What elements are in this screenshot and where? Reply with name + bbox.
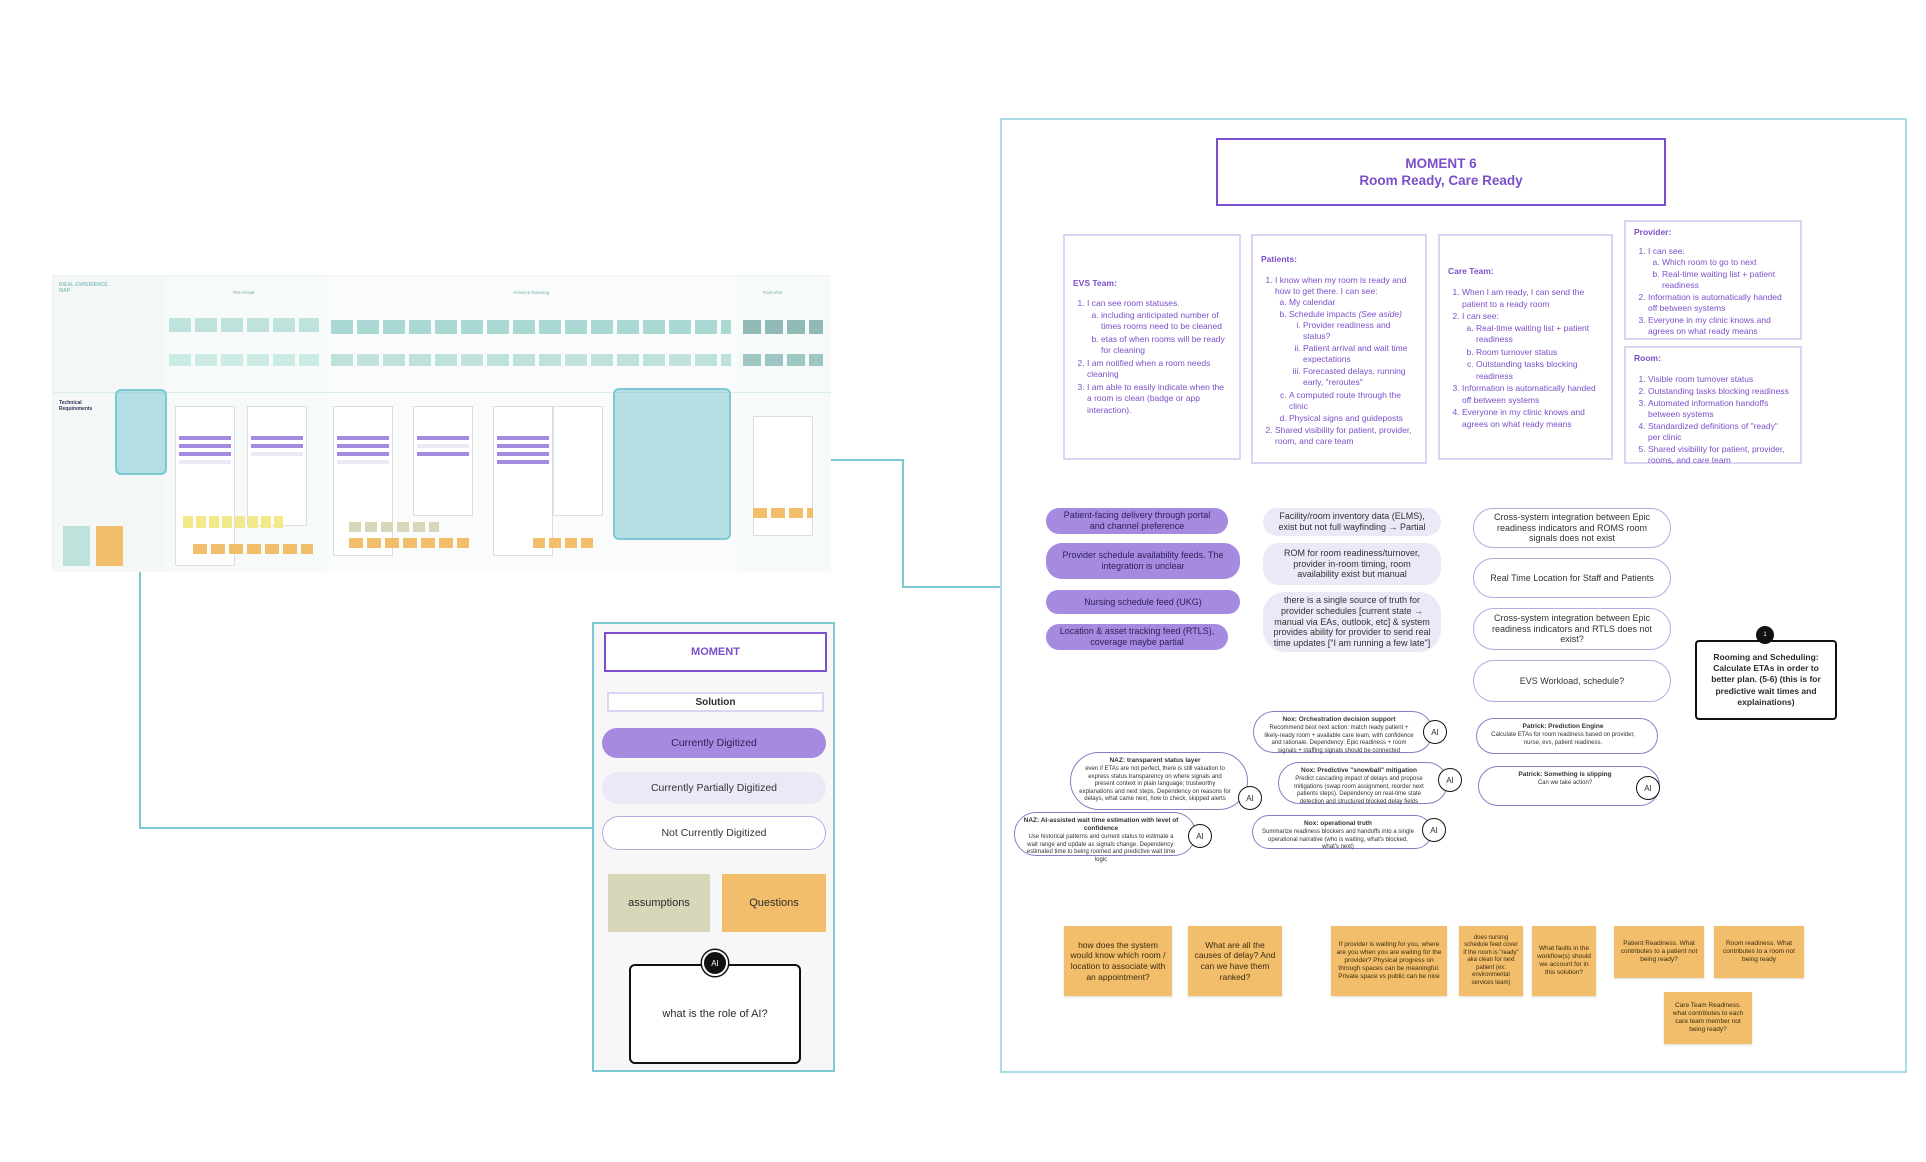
not-digitized-item: EVS Workload, schedule? [1473,660,1671,702]
callout-text: Rooming and Scheduling: Calculate ETAs i… [1711,652,1821,707]
legend-digitized: Currently Digitized [602,728,826,758]
question-sticky: What are all the causes of delay? And ca… [1188,926,1282,996]
legend-ai-icon: AI [702,950,728,976]
evs-team-title: EVS Team: [1073,278,1117,288]
digitized-item: Patient-facing delivery through portal a… [1046,508,1228,534]
question-sticky: does nursing schedule feed cover if the … [1459,926,1523,996]
care-team-card: Care Team: When I am ready, I can send t… [1438,234,1613,460]
not-digitized-item: Cross-system integration between Epic re… [1473,608,1671,650]
digitized-item: Provider schedule availability feeds. Th… [1046,543,1240,579]
legend-ai-box: what is the role of AI? [629,964,801,1064]
legend-partial: Currently Partially Digitized [602,772,826,804]
ai-icon: AI [1438,768,1462,792]
digitized-item: Location & asset tracking feed (RTLS), c… [1046,624,1228,650]
legend-panel: MOMENT Solution Currently Digitized Curr… [592,622,835,1072]
question-sticky: What faults in the workflow(s) should we… [1532,926,1596,996]
question-sticky: If provider is waiting for you, where ar… [1331,926,1447,996]
moment-title-box: MOMENT 6 Room Ready, Care Ready [1216,138,1666,206]
callout-badge: 1 [1756,626,1774,644]
ai-bubble-wait-time: NAZ: AI-assisted wait time estimation wi… [1014,812,1196,863]
provider-title: Provider: [1634,227,1672,237]
provider-card: Provider: I can see: Which room to go to… [1624,220,1802,340]
patients-card: Patients: I know when my room is ready a… [1251,234,1427,464]
callout-box: Rooming and Scheduling: Calculate ETAs i… [1695,640,1837,720]
not-digitized-item: Real Time Location for Staff and Patient… [1473,558,1671,598]
room-card: Room: Visible room turnover status Outst… [1624,346,1802,465]
map-tech-label: Technical Requirements [59,400,93,412]
ai-icon: AI [1188,824,1212,848]
legend-solution-label: Solution [695,696,736,708]
question-sticky: Care Team Readiness. what contributes to… [1664,992,1752,1044]
map-section-arrival: Arrival & Rooming [513,290,550,295]
legend-questions: Questions [722,874,826,932]
experience-map-overview[interactable]: IDEAL EXPERIENCE MAP Pre-Arrival Arrival… [52,275,831,572]
map-title: IDEAL EXPERIENCE MAP [59,282,108,294]
partial-item: Facility/room inventory data (ELMS), exi… [1263,508,1441,536]
ai-icon: AI [1238,786,1262,810]
not-digitized-item: Cross-system integration between Epic re… [1473,508,1671,548]
legend-moment-box: MOMENT [604,632,827,672]
legend-ai-role: what is the role of AI? [662,1008,768,1020]
legend-moment-label: MOMENT [691,646,740,658]
map-highlight-moment-6[interactable] [613,388,731,540]
question-sticky: Room readiness. What contributes to a ro… [1714,926,1804,978]
question-sticky: how does the system would know which roo… [1064,926,1172,996]
map-section-pre-arrival: Pre-Arrival [233,290,255,295]
question-sticky: Patient Readiness. What contributes to a… [1614,926,1704,978]
ai-icon: AI [1636,776,1660,800]
moment-title: Room Ready, Care Ready [1359,173,1523,188]
care-team-title: Care Team: [1448,266,1494,276]
map-highlight-legend[interactable] [115,389,167,475]
partial-item: ROM for room readiness/turnover, provide… [1263,543,1441,585]
digitized-item: Nursing schedule feed (UKG) [1046,590,1240,614]
legend-not-digitized: Not Currently Digitized [602,816,826,850]
evs-team-card: EVS Team: I can see room statuses. inclu… [1063,234,1241,460]
ai-icon: AI [1423,720,1447,744]
moment-number: MOMENT 6 [1405,156,1477,171]
room-title: Room: [1634,353,1661,363]
map-section-post-visit: Post-Visit [763,290,782,295]
legend-assumptions: assumptions [608,874,710,932]
patients-title: Patients: [1261,254,1297,264]
ai-icon: AI [1422,818,1446,842]
legend-solution-box: Solution [607,692,824,712]
partial-item: there is a single source of truth for pr… [1263,592,1441,652]
